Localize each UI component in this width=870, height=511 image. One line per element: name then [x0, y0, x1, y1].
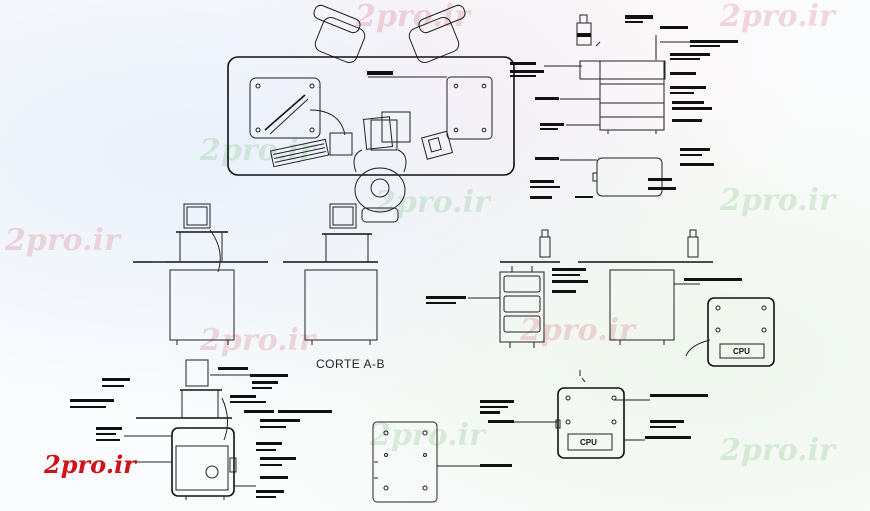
cpu-plan — [446, 76, 493, 140]
cpu-front — [480, 370, 708, 459]
desk-outline — [227, 56, 515, 176]
monitor-icon — [185, 359, 209, 387]
mousepad — [329, 132, 353, 156]
keyboard-icon — [269, 138, 330, 168]
cpu-label: CPU — [580, 438, 597, 447]
section-ab — [133, 203, 742, 348]
watermark-text: 2pro.ir — [719, 0, 837, 34]
papers-icon — [362, 111, 411, 151]
pen-icon — [264, 94, 309, 135]
annotation-bar — [367, 71, 393, 75]
monitor-icon — [322, 203, 372, 235]
watermark-text: 2pro.ir — [369, 418, 487, 453]
bottle-icon — [687, 236, 699, 258]
bottle-icon — [539, 236, 551, 258]
plan-view — [227, 4, 515, 223]
section-title: CORTE A-B — [316, 357, 385, 371]
cpu-unit — [685, 297, 775, 367]
cabinet-front — [169, 269, 235, 341]
monitor-icon — [176, 203, 228, 233]
side-elevation — [70, 359, 332, 500]
watermark-text: 2pro.ir — [519, 313, 637, 348]
watermark-text: 2pro.ir — [374, 185, 492, 220]
cpu-label: CPU — [733, 347, 750, 356]
monitor-plan — [249, 77, 321, 139]
watermark-text: 2pro.ir — [719, 183, 837, 218]
cpu-side-panel — [372, 421, 512, 503]
annotations-right-top — [510, 15, 738, 199]
brand-logo: 2pro.ir — [44, 450, 136, 479]
watermark-layer: 2pro.ir 2pro.ir 2pro.ir 2pro.ir 2pro.ir … — [4, 0, 837, 468]
watermark-text: 2pro.ir — [354, 0, 472, 34]
watermark-text: 2pro.ir — [4, 223, 122, 258]
watermark-text: 2pro.ir — [719, 433, 837, 468]
shelf-elevation-top — [576, 14, 666, 197]
phone-icon — [421, 130, 454, 160]
person-icon — [353, 149, 407, 223]
